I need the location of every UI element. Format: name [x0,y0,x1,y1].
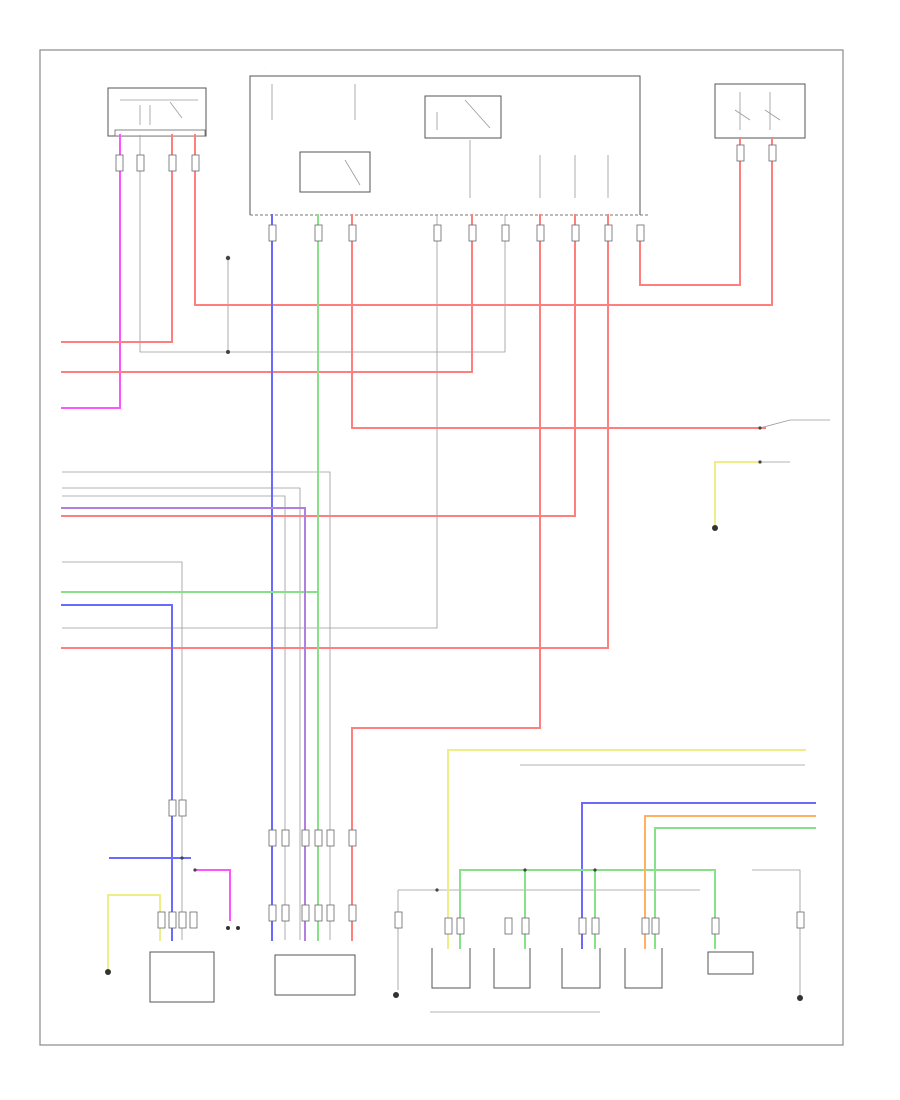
svg-text:.: . [265,65,266,69]
wire-red-5 [351,214,766,429]
wire-orange-1 [644,815,816,949]
switch-assembly-top-left [107,87,207,137]
wire-yellow-1 [447,749,806,949]
wire-red-8 [351,214,541,941]
wire-red-2 [194,134,773,306]
wire-pink-2 [194,869,231,921]
wire-pink-1 [61,134,121,409]
wire-grey-5 [62,215,438,629]
wire-red-1 [61,134,173,343]
module-bottom-right [707,951,754,975]
ground-symbols [105,525,803,1001]
wire-red-3 [639,137,741,286]
sensor-connectors [431,948,663,989]
diagram-frame [39,49,844,1046]
wire-grey-3 [62,471,331,940]
fuse-relay-block: . [249,65,650,216]
module-bottom-left [149,951,215,1003]
wire-red-4 [61,214,473,373]
wire-yellow-3 [714,461,761,526]
switch-right-side [758,419,830,464]
wire-violet-1 [61,507,306,941]
connector-markers-bottom [157,799,805,935]
wire-grey-7 [62,495,286,940]
wire-blue-3 [581,802,816,949]
connector-markers-top [115,144,777,242]
wire-grey-1 [139,135,506,353]
wire-green-4 [459,869,716,949]
wire-grey-6 [62,487,301,940]
wire-grey-4 [62,561,183,940]
wire-red-7 [61,214,609,649]
wire-green-3 [654,827,816,949]
wire-grey-11 [752,869,801,995]
wire-red-6 [61,214,576,517]
fuel-tank-sender-box [274,954,356,996]
wire-blue-2 [61,604,173,941]
relay-box-top-right [714,83,806,139]
wire-yellow-2 [107,894,161,969]
splice-nodes [180,255,597,892]
